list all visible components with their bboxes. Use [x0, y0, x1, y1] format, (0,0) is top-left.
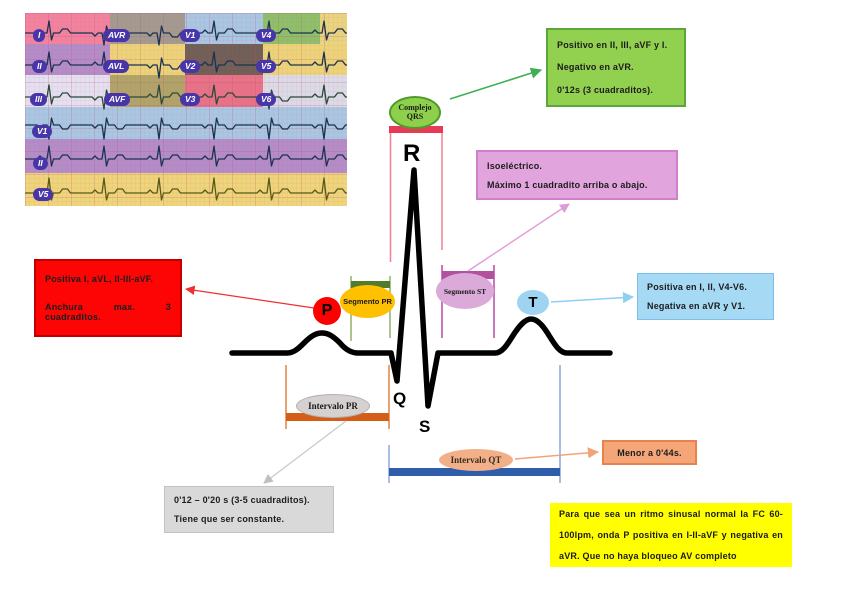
ecg-lead-badge: V1 [180, 29, 201, 42]
st-note-line: Máximo 1 cuadradito arriba o abajo. [487, 179, 648, 190]
intervalo-pr-tag: Intervalo PR [296, 394, 370, 418]
arrow-pr-to-note [263, 420, 347, 484]
st-note-box: Isoeléctrico. Máximo 1 cuadradito arriba… [476, 150, 678, 200]
ecg-strip-image [25, 13, 347, 206]
p-note-line: Anchura max. 3 cuadraditos. [45, 302, 171, 322]
qrs-note-line: Negativo en aVR. [557, 62, 634, 73]
t-note-line: Negativa en aVR y V1. [647, 300, 746, 311]
arrow-p-to-note [185, 285, 315, 309]
qrs-note-line: Positivo en II, III, aVF y I. [557, 40, 668, 51]
pr-note-line: 0'12 – 0'20 s (3-5 cuadraditos). [174, 495, 310, 506]
complejo-qrs-tag: Complejo QRS [389, 96, 441, 129]
ecg-lead-badge: V6 [256, 93, 277, 106]
segmento-st-tag: Segmento ST [436, 273, 494, 309]
q-wave-label: Q [393, 389, 407, 408]
qt-note-box: Menor a 0'44s. [602, 440, 697, 465]
ecg-lead-badge: AVF [104, 93, 131, 106]
qrs-note-line: 0'12s (3 cuadraditos). [557, 84, 654, 95]
arrow-t-to-note [550, 292, 635, 304]
segmento-pr-tag: Segmento PR [340, 285, 395, 318]
r-wave-label: R [403, 140, 421, 167]
ecg-lead-badge: V4 [256, 29, 277, 42]
ecg-lead-badge: V5 [33, 188, 54, 201]
p-note-line: Positiva I, aVL, II-III-aVF. [45, 274, 154, 284]
p-note-box: Positiva I, aVL, II-III-aVF. Anchura max… [34, 259, 182, 337]
ecg-lead-badge: V2 [180, 60, 201, 73]
pr-note-box: 0'12 – 0'20 s (3-5 cuadraditos). Tiene q… [164, 486, 334, 533]
qrs-bracket [389, 126, 443, 262]
qrs-note-box: Positivo en II, III, aVF y I. Negativo e… [546, 28, 686, 107]
ecg-lead-badge: V5 [256, 60, 277, 73]
ecg-lead-badge: I [33, 29, 46, 42]
ecg-lead-badge: V3 [180, 93, 201, 106]
t-wave-label: T [517, 290, 549, 315]
ecg-lead-badge: AVR [103, 29, 131, 42]
ecg-waveform-path [229, 167, 613, 409]
arrow-qt-to-note [514, 447, 600, 460]
sinus-rhythm-note-box: Para que sea un ritmo sinusal normal la … [550, 503, 792, 567]
ecg-lead-badge: AVL [103, 60, 130, 73]
arrow-qrs-to-note [449, 67, 543, 100]
s-wave-label: S [419, 417, 431, 436]
p-wave-label: P [313, 297, 341, 325]
st-note-line: Isoeléctrico. [487, 160, 543, 171]
sinus-rhythm-text: Para que sea un ritmo sinusal normal la … [559, 508, 783, 561]
ecg-lead-badge: III [30, 93, 48, 106]
intervalo-qt-tag: Intervalo QT [439, 449, 513, 471]
ecg-lead-badge: II [33, 157, 48, 170]
t-note-box: Positiva en I, II, V4-V6. Negativa en aV… [637, 273, 774, 320]
arrow-st-to-note [467, 203, 570, 272]
pr-note-line: Tiene que ser constante. [174, 513, 285, 524]
qt-note-text: Menor a 0'44s. [617, 447, 682, 458]
t-note-line: Positiva en I, II, V4-V6. [647, 282, 748, 293]
ecg-lead-badge: V1 [32, 125, 53, 138]
ecg-lead-badge: II [32, 60, 47, 73]
qt-interval-bracket [388, 365, 561, 483]
